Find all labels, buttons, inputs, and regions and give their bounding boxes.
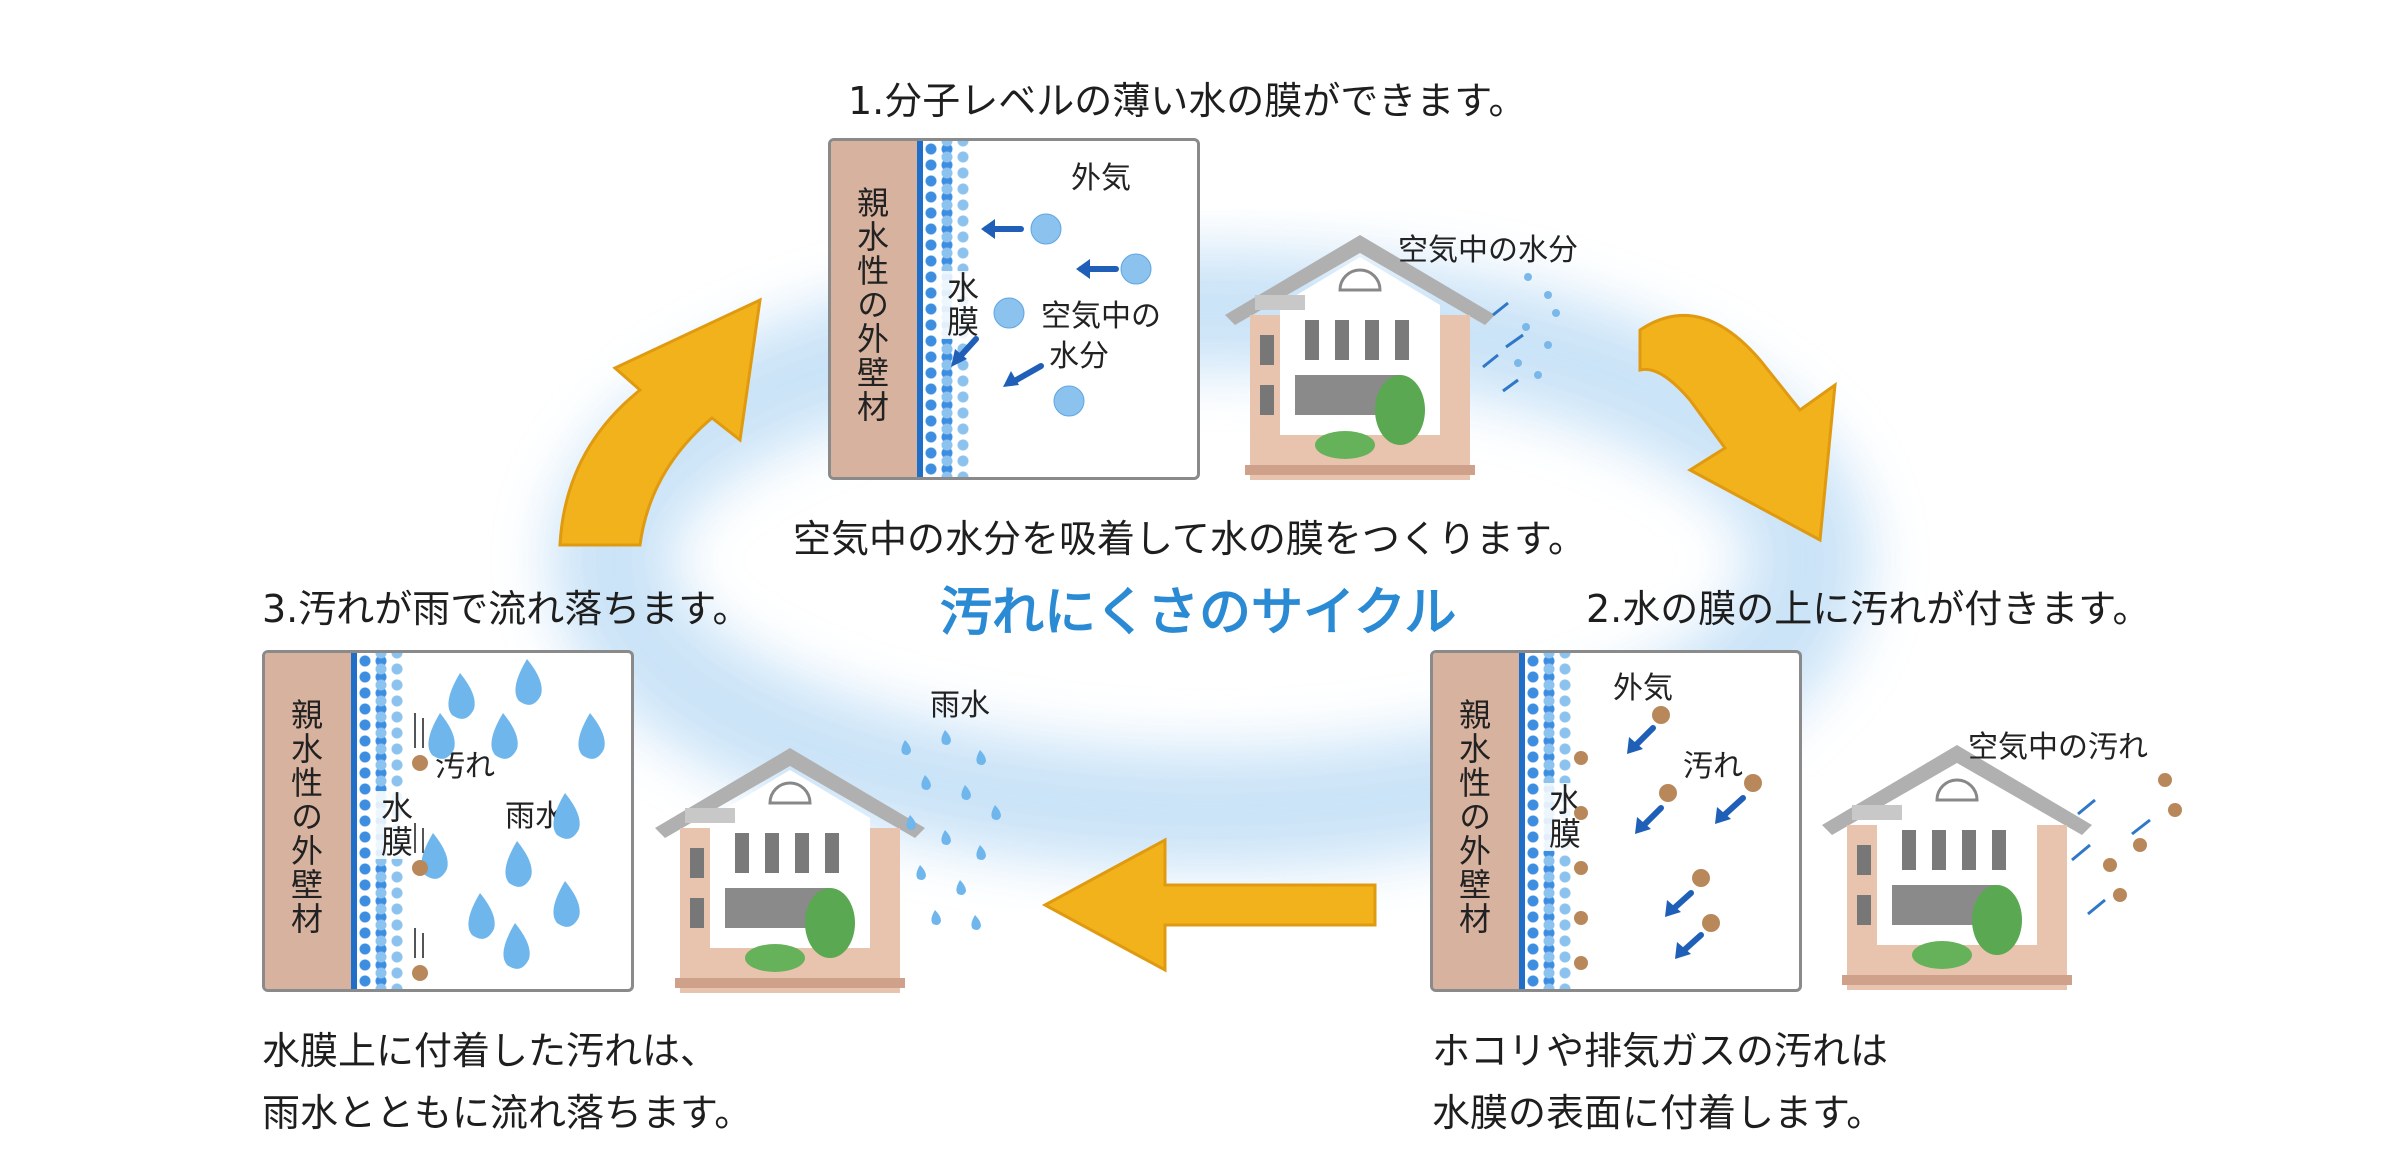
step2-caption-line1: ホコリや排気ガスの汚れは — [1432, 1029, 1889, 1073]
dirt-label: 汚れ — [1683, 749, 1743, 784]
water-drop-icon — [412, 659, 605, 981]
step1-title: 1.分子レベルの薄い水の膜ができます。 — [848, 79, 1527, 123]
exterior-wall — [1433, 653, 1519, 989]
step2-panel: 親水性の外壁材 水膜 外気 汚れ — [1430, 650, 1802, 992]
step1-caption: 空気中の水分を吸着して水の膜をつくります。 — [793, 517, 1587, 561]
exterior-wall — [831, 141, 917, 477]
step3-caption-line2: 雨水とともに流れ落ちます。 — [262, 1091, 753, 1135]
outside-label: 外気 — [1071, 161, 1131, 196]
exterior-wall — [265, 653, 351, 989]
film-line — [917, 141, 923, 477]
film-label: 水膜 — [1543, 783, 1583, 851]
step3-panel: 親水性の外壁材 水膜 汚れ 雨水 — [262, 650, 634, 992]
moisture-label-2: 水分 — [1049, 339, 1109, 374]
film-label: 水膜 — [375, 791, 415, 859]
outside-label: 外気 — [1613, 671, 1673, 706]
dirt-particle-icon — [1574, 706, 1762, 970]
house-icon — [1225, 235, 1495, 480]
small-arrow-icon — [951, 213, 1152, 417]
step2-caption-line2: 水膜の表面に付着します。 — [1432, 1091, 1885, 1135]
cycle-title: 汚れにくさのサイクル — [940, 583, 1457, 643]
step1-house-label: 空気中の水分 — [1398, 233, 1578, 268]
step2-title: 2.水の膜の上に汚れが付きます。 — [1586, 587, 2151, 631]
step1-panel: 親水性の外壁材 水膜 外気 空気中の 水分 — [828, 138, 1200, 480]
film-label: 水膜 — [941, 271, 981, 339]
house-icon — [1822, 745, 2092, 990]
water-drop-icon — [1482, 273, 1560, 393]
film-line — [1519, 653, 1525, 989]
house-icon — [655, 748, 925, 993]
wall-label: 親水性の外壁材 — [286, 698, 324, 936]
wall-label: 親水性の外壁材 — [1454, 698, 1492, 936]
film-line — [351, 653, 357, 989]
step3-title: 3.汚れが雨で流れ落ちます。 — [262, 587, 751, 631]
step2-house-label: 空気中の汚れ — [1968, 730, 2148, 765]
step3-caption-line1: 水膜上に付着した汚れは、 — [262, 1029, 719, 1073]
step3-house-label: 雨水 — [930, 688, 990, 723]
wall-label: 親水性の外壁材 — [852, 186, 890, 424]
moisture-label-1: 空気中の — [1041, 299, 1161, 334]
water-drop-icon — [901, 730, 1001, 930]
dirt-particle-icon — [2071, 773, 2182, 916]
